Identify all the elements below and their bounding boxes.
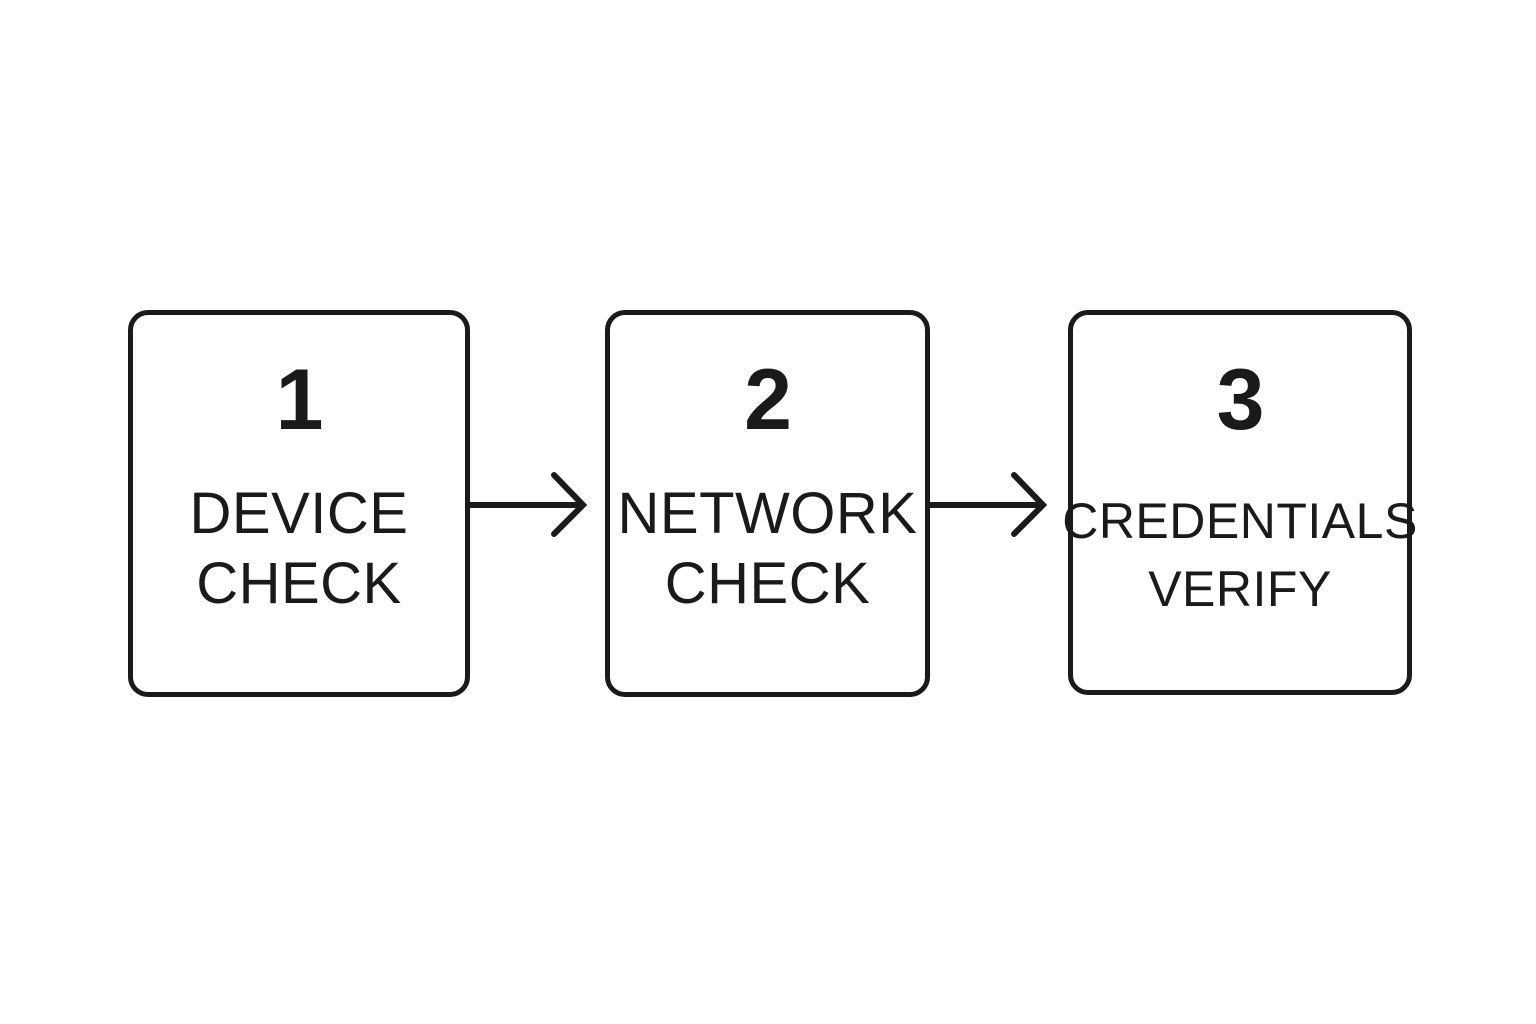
arrow-icon-step1-to-step2 xyxy=(466,472,588,537)
arrow-head-chevron xyxy=(551,472,588,537)
step-label-credentials-verify: CREDENTIALS VERIFY xyxy=(1062,493,1418,617)
step-number-3: 3 xyxy=(1216,352,1265,448)
step-box-credentials-verify[interactable]: 3 CREDENTIALS VERIFY xyxy=(1062,310,1417,695)
step-number-1: 1 xyxy=(275,352,324,448)
step-box-network-check[interactable]: 2 NETWORK CHECK xyxy=(605,310,930,697)
step-number-2: 2 xyxy=(744,352,792,448)
step-label-device-check: DEVICE CHECK xyxy=(189,481,409,616)
step-box-device-check[interactable]: 1 DEVICE CHECK xyxy=(128,310,470,697)
arrow-head-chevron xyxy=(1011,472,1048,537)
step-label-network-check: NETWORK CHECK xyxy=(617,481,918,616)
arrow-icon-step2-to-step3 xyxy=(926,472,1048,537)
